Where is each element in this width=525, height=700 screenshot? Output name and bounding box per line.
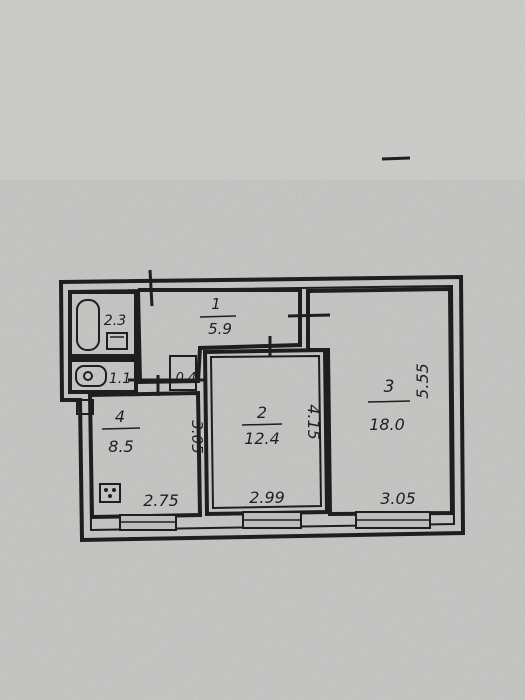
room-2-walls [202,347,330,517]
room-4-number: 4 [115,407,125,426]
bathroom-area: 2.3 [104,313,126,329]
room-3-label: 3 18.0 [367,377,411,434]
room-3-number: 3 [384,377,395,397]
toilet-icon [75,365,107,387]
room-2-area: 12.4 [244,429,280,448]
room-3-depth: 5.55 [413,363,432,399]
closet-outline [169,355,197,391]
room-1-area: 5.9 [208,320,232,338]
sink-icon [106,332,128,350]
room-1-label: 1 5.9 [199,295,237,338]
room-3-walls [306,286,455,517]
room-2-width: 2.99 [249,488,285,507]
room-4-label: 4 8.5 [101,407,141,456]
bathroom-walls [68,290,197,394]
stray-mark [381,156,411,161]
room-3-width: 3.05 [380,489,416,508]
room-4-walls [76,375,205,520]
bathtub-icon [76,299,100,351]
stove-icon [99,483,121,503]
room-4-width: 2.75 [143,491,179,510]
room-2-number: 2 [257,403,267,422]
room-2-label: 2 12.4 [241,403,283,448]
room-3-area: 18.0 [369,415,405,434]
room-1-number: 1 [211,295,221,313]
toilet-area: 1.1 [109,371,131,387]
room-2-depth: 4.15 [304,404,323,440]
room-4-depth: 3.05 [188,420,206,453]
windows [119,511,431,531]
paper-shading [0,0,525,180]
closet-area: 0.4 [176,371,197,386]
room-4-area: 8.5 [108,437,133,456]
